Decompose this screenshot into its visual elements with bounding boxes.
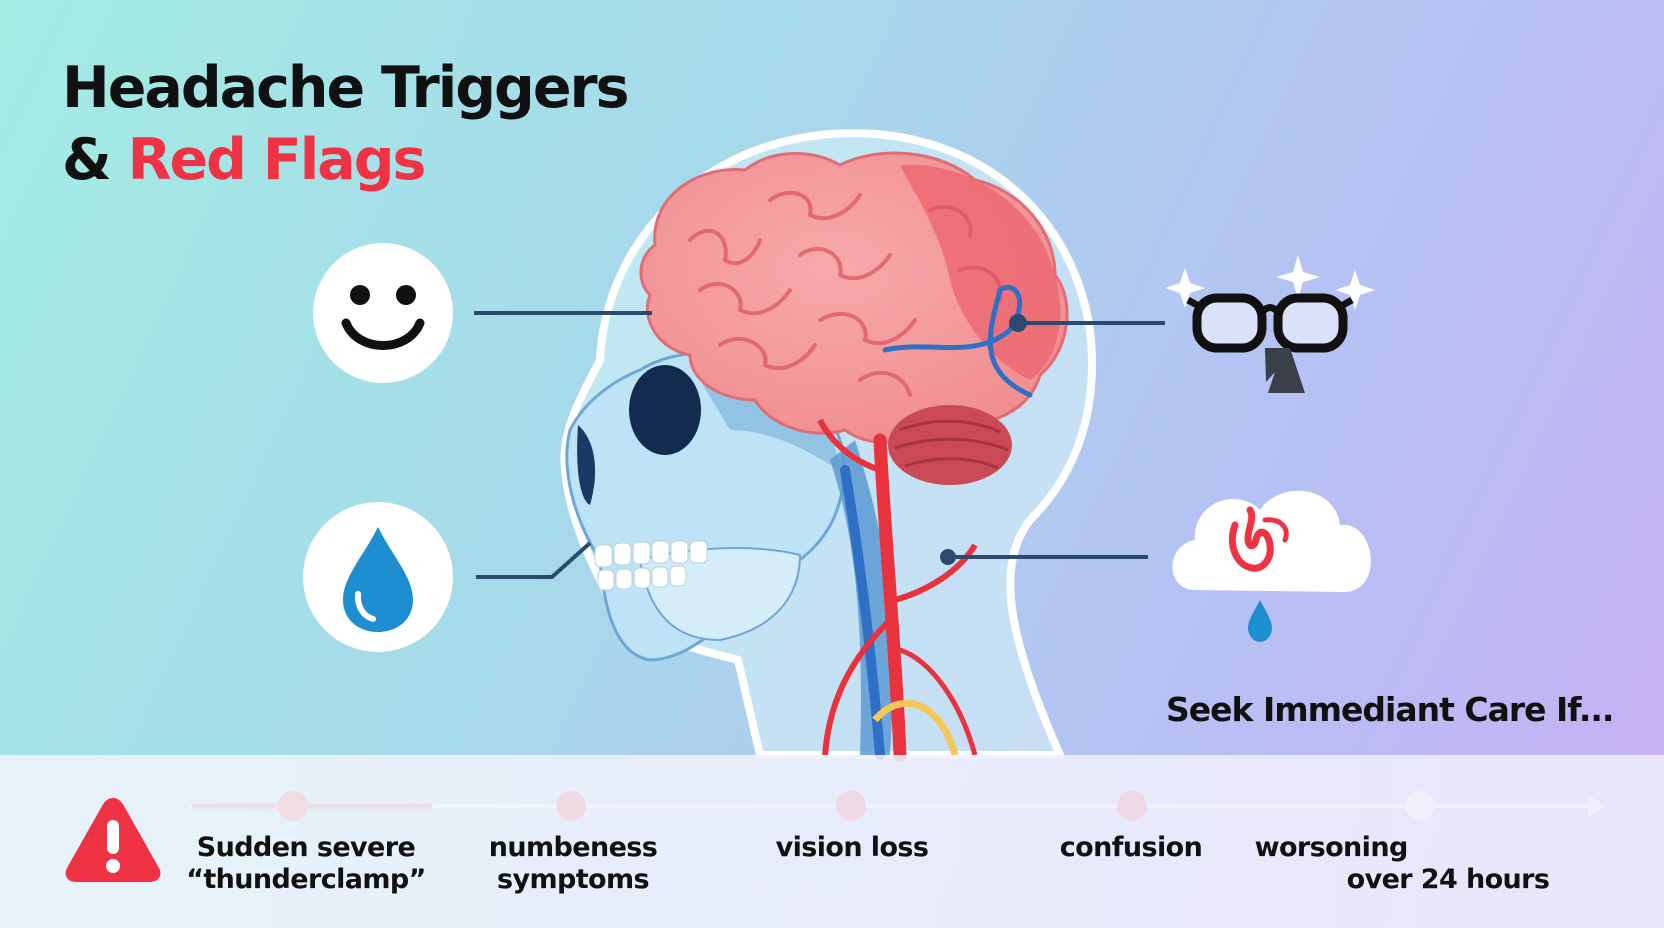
nerve-yellow: [872, 700, 959, 756]
trigeminal-nerve: [882, 285, 1033, 398]
warning-triangle-icon: [65, 798, 161, 882]
water-drop-icon: [343, 527, 413, 632]
teeth: [594, 540, 708, 591]
connector-dot: [1009, 314, 1027, 332]
artery-branch: [894, 543, 978, 603]
nasal-cavity: [577, 425, 596, 505]
smiley-circle: [313, 243, 453, 383]
red-flag-label-2: numbeness symptoms: [488, 832, 658, 895]
seek-care-heading: Seek Immediant Care If...: [1166, 690, 1614, 729]
red-flags-panel: [0, 755, 1664, 928]
water-drop-circle: [303, 502, 453, 652]
connector-line-water: [476, 541, 592, 579]
page-title: Headache Triggers & Red Flags: [62, 52, 630, 196]
vein-blue: [840, 465, 885, 760]
red-flag-label-1: Sudden severe “thunderclamp”: [186, 832, 426, 895]
artery-branch: [822, 617, 893, 756]
red-flag-label-4: confusion: [1059, 832, 1203, 863]
artery-red: [873, 433, 907, 762]
eye-socket: [629, 365, 701, 455]
brain-folds: [688, 190, 1003, 397]
smiley-face-icon: [341, 285, 425, 350]
cloud-stomach-icon: [1172, 490, 1371, 642]
red-flag-label-5: worsoning over 24 hours: [1254, 832, 1550, 895]
red-flag-label-3: vision loss: [775, 832, 929, 863]
artery-branch: [899, 647, 978, 756]
title-line-1: Headache Triggers: [62, 55, 630, 121]
artery-branch: [817, 418, 881, 473]
cerebellum-folds: [894, 419, 1009, 470]
title-line-2-prefix: &: [62, 127, 128, 193]
glasses-sparkle-icon: [1165, 255, 1375, 393]
connector-dot: [940, 549, 956, 565]
title-line-2-highlight: Red Flags: [127, 127, 427, 193]
